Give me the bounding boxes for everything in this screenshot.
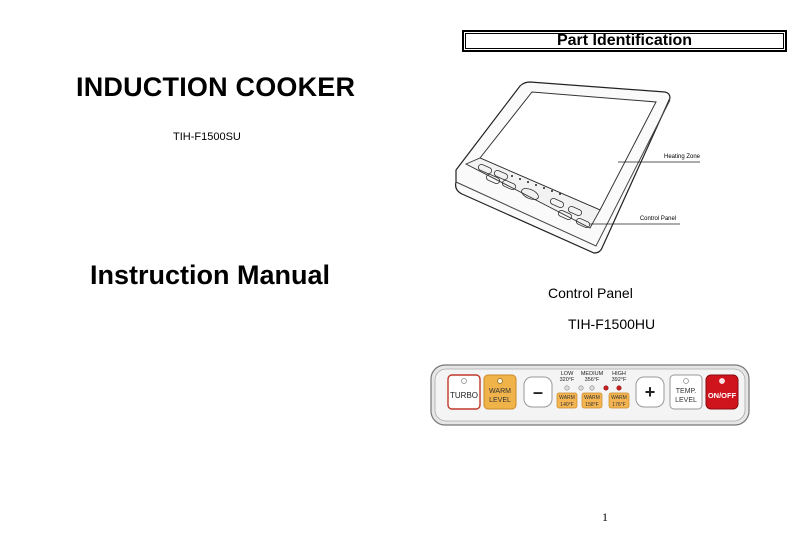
- high-preset-temp: 392°F: [612, 377, 627, 383]
- cooker-diagram: Heating Zone Control Panel: [455, 81, 701, 254]
- warm-level-label-2: LEVEL: [489, 397, 511, 404]
- medium-preset-temp: 356°F: [585, 377, 600, 383]
- temp-level-label-2: LEVEL: [675, 397, 697, 404]
- control-panel-strip: [464, 157, 601, 229]
- warm-preset-1-temp: 140°F: [560, 402, 573, 408]
- minus-button[interactable]: –: [523, 376, 553, 408]
- control-panel-diagram-label: Control Panel: [640, 216, 676, 222]
- warm-preset-1-name: WARM: [559, 395, 575, 401]
- on-off-button[interactable]: ON/OFF: [705, 374, 739, 410]
- diagram-indicator-dots: [511, 175, 561, 195]
- low-preset-temp: 320°F: [560, 377, 575, 383]
- control-panel-model: TIH-F1500HU: [568, 316, 656, 332]
- control-panel-caption: Control Panel: [548, 285, 633, 301]
- temp-indicator-icon: [683, 378, 689, 384]
- turbo-label: TURBO: [450, 391, 478, 400]
- warm-preset-2: WARM 158°F: [581, 392, 603, 409]
- warm-preset-3-name: WARM: [611, 395, 627, 401]
- warm-preset-1: WARM 140°F: [556, 392, 578, 409]
- temp-level-label-1: TEMP.: [676, 388, 697, 395]
- warm-preset-3: WARM 176°F: [608, 392, 630, 409]
- temp-level-button[interactable]: TEMP. LEVEL: [669, 374, 703, 410]
- control-panel-illustration: TURBO WARM LEVEL – LOW 320°F MEDIUM 356°…: [430, 364, 750, 426]
- turbo-indicator-icon: [461, 378, 467, 384]
- warm-level-button[interactable]: WARM LEVEL: [483, 374, 517, 410]
- document-title: INDUCTION COOKER: [76, 72, 356, 102]
- on-off-label: ON/OFF: [708, 391, 737, 400]
- medium-preset-name: MEDIUM: [581, 371, 604, 377]
- manual-title: Instruction Manual: [90, 260, 331, 290]
- cooker-front-edge: [455, 99, 671, 247]
- warm-indicator-icon: [497, 378, 503, 384]
- power-indicator-icon: [719, 378, 725, 384]
- diagram-buttons: [477, 163, 591, 229]
- high-preset-name: HIGH: [612, 371, 626, 377]
- warm-level-label-1: WARM: [489, 388, 511, 395]
- low-preset-name: LOW: [561, 371, 574, 377]
- warm-preset-2-temp: 158°F: [585, 402, 598, 408]
- part-identification-header: Part Identification: [462, 30, 787, 52]
- part-identification-label: Part Identification: [556, 32, 693, 49]
- warm-preset-2-name: WARM: [584, 395, 600, 401]
- minus-label: –: [533, 382, 543, 402]
- model-number: TIH-F1500SU: [173, 131, 241, 143]
- turbo-button[interactable]: TURBO: [447, 374, 481, 410]
- plus-button[interactable]: +: [635, 376, 665, 408]
- heating-zone-label: Heating Zone: [664, 154, 701, 160]
- temp-presets: LOW 320°F MEDIUM 356°F HIGH 392°F: [560, 371, 627, 383]
- preset-indicator-lights: [564, 385, 622, 391]
- warm-preset-3-temp: 176°F: [612, 402, 625, 408]
- page-number: 1: [602, 510, 608, 524]
- plus-label: +: [645, 382, 656, 402]
